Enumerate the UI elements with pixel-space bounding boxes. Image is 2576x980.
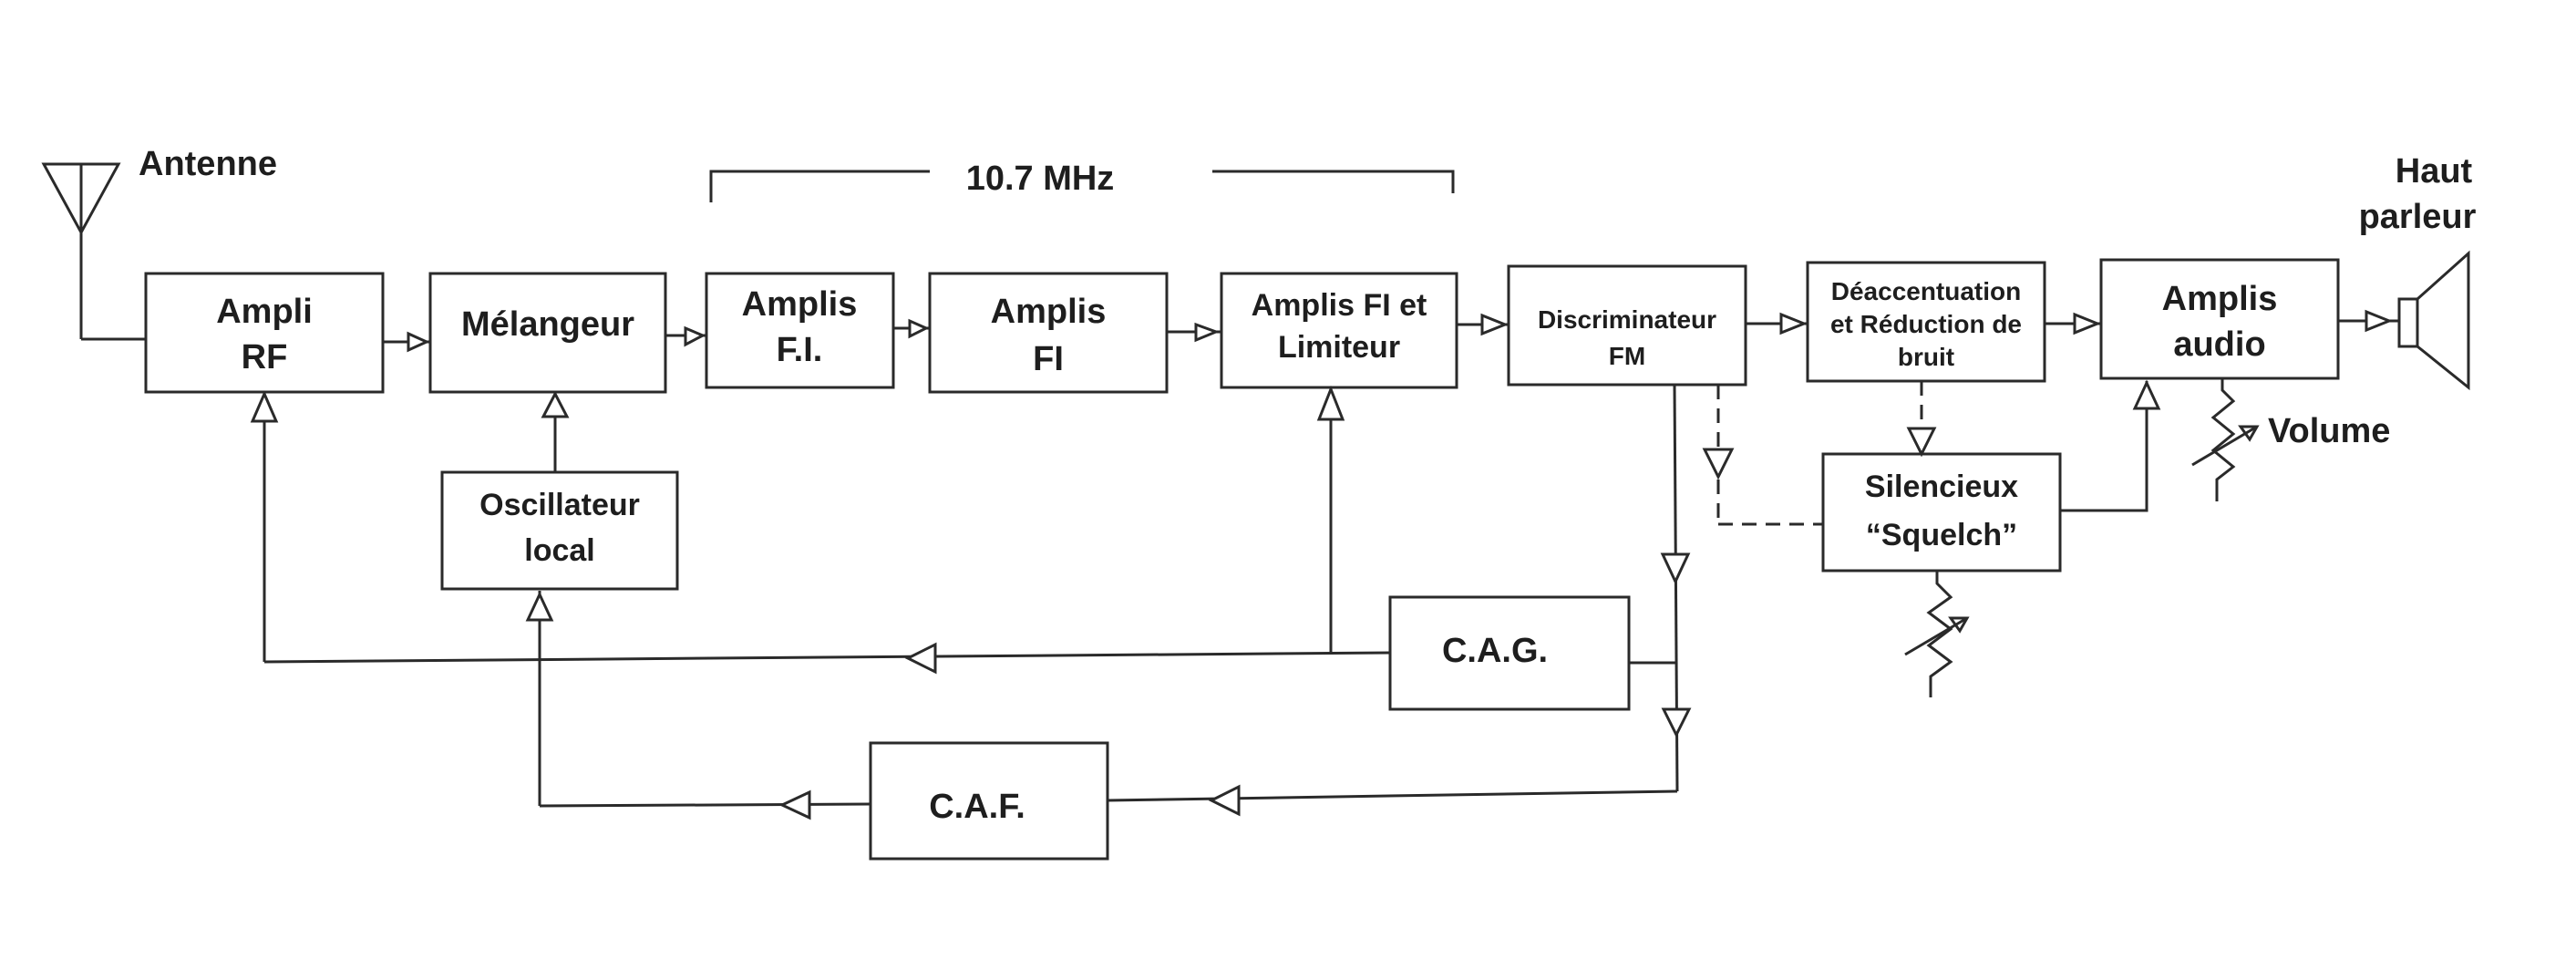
svg-text:Ampli: Ampli bbox=[216, 293, 313, 331]
volume-potentiometer-icon bbox=[2191, 378, 2260, 501]
block-amplis-fi-2: Amplis FI bbox=[928, 272, 1169, 394]
antenna-icon bbox=[41, 162, 146, 341]
block-discriminateur: Discriminateur FM bbox=[1507, 264, 1747, 387]
block-deaccentuation: Déaccentuation et Réduction de bruit bbox=[1806, 261, 2046, 383]
block-melangeur: Mélangeur bbox=[428, 272, 667, 394]
svg-text:FM: FM bbox=[1609, 342, 1645, 370]
svg-text:RF: RF bbox=[242, 338, 288, 377]
volume-label: Volume bbox=[2268, 412, 2390, 450]
svg-text:audio: audio bbox=[2173, 325, 2265, 364]
agc-loop bbox=[250, 385, 1391, 675]
svg-text:“Squelch”: “Squelch” bbox=[1866, 518, 2017, 552]
svg-text:FI: FI bbox=[1033, 340, 1064, 378]
svg-text:Oscillateur: Oscillateur bbox=[479, 488, 640, 522]
svg-text:Silencieux: Silencieux bbox=[1865, 469, 2018, 504]
block-amplis-fi-limiteur: Amplis FI et Limiteur bbox=[1220, 272, 1458, 389]
block-amplis-audio: Amplis audio bbox=[2099, 258, 2340, 380]
main-signal-path bbox=[383, 309, 2399, 353]
block-cag: C.A.G. bbox=[1388, 595, 1631, 711]
discriminator-feedback-line bbox=[1107, 384, 1692, 802]
block-ampli-rf: Ampli RF bbox=[144, 272, 385, 394]
svg-text:local: local bbox=[524, 533, 594, 568]
block-caf: C.A.F. bbox=[869, 741, 1109, 861]
svg-text:et Réduction de: et Réduction de bbox=[1830, 310, 2022, 338]
antenna-label: Antenne bbox=[139, 145, 277, 183]
block-amplis-fi-1: Amplis F.I. bbox=[705, 272, 895, 389]
svg-text:Discriminateur: Discriminateur bbox=[1538, 305, 1716, 334]
squelch-control-links bbox=[1702, 381, 1937, 526]
oscillator-to-mixer-link bbox=[541, 390, 570, 472]
svg-text:Amplis: Amplis bbox=[742, 285, 858, 324]
block-oscillateur-local: Oscillateur local bbox=[440, 470, 679, 591]
svg-text:bruit: bruit bbox=[1898, 343, 1954, 371]
svg-text:Mélangeur: Mélangeur bbox=[461, 305, 634, 344]
speaker-label-line2: parleur bbox=[2359, 198, 2477, 236]
speaker-label-line1: Haut bbox=[2396, 152, 2473, 191]
squelch-to-audio-link bbox=[2060, 379, 2161, 512]
svg-text:Déaccentuation: Déaccentuation bbox=[1831, 277, 2022, 305]
speaker-icon bbox=[2397, 250, 2470, 391]
block-silencieux-squelch: Silencieux “Squelch” bbox=[1821, 452, 2062, 573]
if-frequency-bracket bbox=[709, 170, 1455, 202]
svg-text:Amplis FI et: Amplis FI et bbox=[1252, 288, 1427, 323]
svg-text:Amplis: Amplis bbox=[991, 293, 1107, 331]
svg-text:Limiteur: Limiteur bbox=[1278, 330, 1400, 365]
afc-loop bbox=[525, 591, 1241, 820]
if-frequency-label: 10.7 MHz bbox=[966, 160, 1115, 198]
svg-text:C.A.G.: C.A.G. bbox=[1442, 632, 1548, 670]
svg-text:Amplis: Amplis bbox=[2162, 280, 2278, 318]
svg-text:F.I.: F.I. bbox=[777, 331, 823, 369]
svg-text:C.A.F.: C.A.F. bbox=[929, 788, 1025, 826]
squelch-potentiometer-icon bbox=[1904, 571, 1970, 697]
